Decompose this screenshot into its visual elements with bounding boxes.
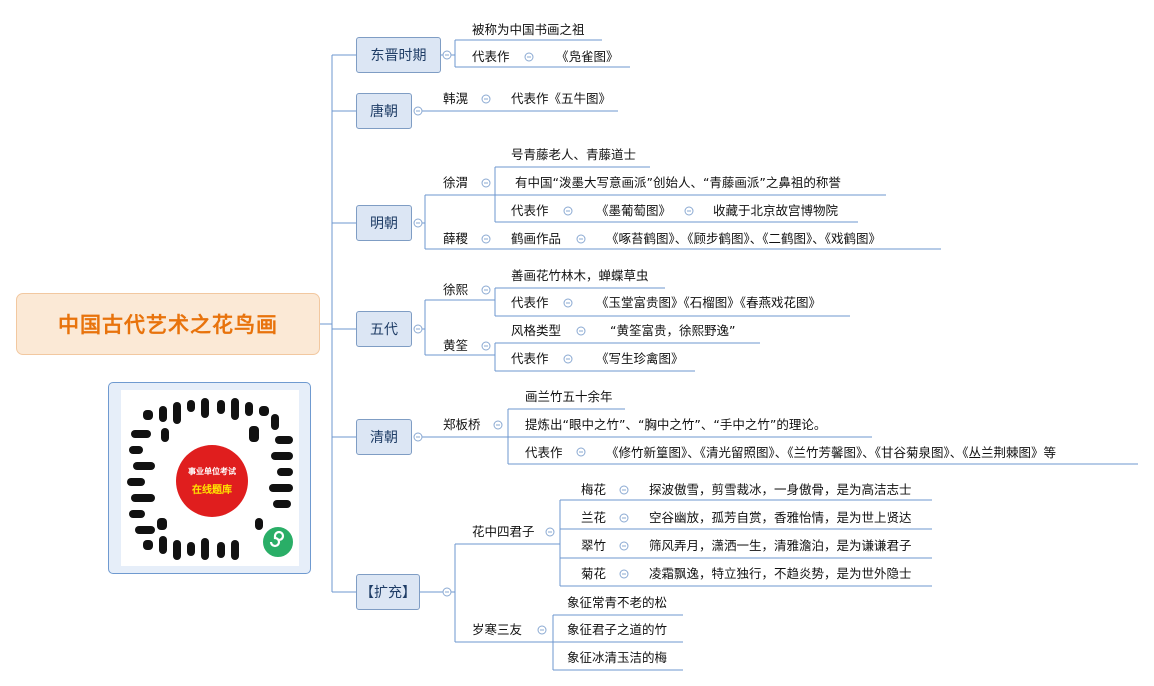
topic-zhu-desc[interactable]: 筛风弄月，潇洒一生，清雅澹泊，是为谦谦君子 xyxy=(649,538,912,553)
qr-center-badge: 事业单位考试 在线题库 xyxy=(176,445,248,517)
topic-qing-works-label[interactable]: 代表作 xyxy=(525,445,563,460)
topic-zhu2[interactable]: 象征君子之道的竹 xyxy=(567,622,668,637)
topic-wudai-xuxi-desc[interactable]: 善画花竹林木，蝉蝶草虫 xyxy=(511,268,649,283)
topic-wudai-xuxi[interactable]: 徐熙 xyxy=(443,282,469,297)
topic-qing-person[interactable]: 郑板桥 xyxy=(443,417,481,432)
topic-mei2[interactable]: 象征冰清玉洁的梅 xyxy=(567,650,668,665)
topic-wudai-huangquan-style-label[interactable]: 风格类型 xyxy=(511,323,562,338)
branch-wudai[interactable]: 五代 xyxy=(356,311,412,347)
topic-wudai-huangquan[interactable]: 黄筌 xyxy=(443,338,469,353)
topic-dongjin-works[interactable]: 《凫雀图》 xyxy=(556,49,619,64)
topic-ming-bianjin-label[interactable]: 鹤画作品 xyxy=(511,231,562,246)
topic-wudai-xuxi-works-label[interactable]: 代表作 xyxy=(511,295,549,310)
qr-badge-line1: 事业单位考试 xyxy=(188,467,236,476)
topic-ming-bianjin[interactable]: 薛稷 xyxy=(443,231,469,246)
branch-kuochong[interactable]: 【扩充】 xyxy=(356,574,420,610)
topic-qing-works[interactable]: 《修竹新篁图》、《清光留照图》、《兰竹芳馨图》、《甘谷菊泉图》、《丛兰荆棘图》等 xyxy=(606,445,1057,460)
qr-code-card[interactable]: 事业单位考试 在线题库 xyxy=(108,382,311,574)
topic-ming-xuwei-honor[interactable]: 有中国“泼墨大写意画派”创始人、“青藤画派”之鼻祖的称誉 xyxy=(515,175,841,190)
topic-ju-desc[interactable]: 凌霜飘逸，特立独行，不趋炎势，是为世外隐士 xyxy=(649,566,912,581)
mini-program-icon xyxy=(261,525,295,559)
topic-song[interactable]: 象征常青不老的松 xyxy=(567,595,668,610)
topic-sijunzi[interactable]: 花中四君子 xyxy=(472,524,535,539)
root-topic[interactable]: 中国古代艺术之花鸟画 xyxy=(16,293,320,355)
topic-wudai-huangquan-works[interactable]: 《写生珍禽图》 xyxy=(596,351,684,366)
qr-dots-icon xyxy=(127,398,293,560)
topic-ming-bianjin-works[interactable]: 《啄苔鹤图》、《顾步鹤图》、《二鹤图》、《戏鹤图》 xyxy=(606,231,882,246)
topic-lan[interactable]: 兰花 xyxy=(581,510,607,525)
topic-lan-desc[interactable]: 空谷幽放，孤芳自赏，香雅怡情，是为世上贤达 xyxy=(649,510,912,525)
topic-suihan[interactable]: 岁寒三友 xyxy=(472,622,523,637)
qr-badge-line2: 在线题库 xyxy=(192,485,232,496)
topic-ming-xuwei-collection[interactable]: 收藏于北京故宫博物院 xyxy=(713,203,839,218)
topic-ming-xuwei-works-label[interactable]: 代表作 xyxy=(511,203,549,218)
topic-tang-person[interactable]: 韩滉 xyxy=(443,91,469,106)
branch-tang[interactable]: 唐朝 xyxy=(356,93,412,129)
branch-ming[interactable]: 明朝 xyxy=(356,205,412,241)
topic-ju[interactable]: 菊花 xyxy=(581,566,607,581)
topic-ming-xuwei-title[interactable]: 号青藤老人、青藤道士 xyxy=(511,147,637,162)
qr-code-image: 事业单位考试 在线题库 xyxy=(121,390,299,566)
topic-wudai-huangquan-works-label[interactable]: 代表作 xyxy=(511,351,549,366)
branch-dongjin[interactable]: 东晋时期 xyxy=(356,37,441,73)
topic-mei-desc[interactable]: 探波傲雪，剪雪裁冰，一身傲骨，是为高洁志士 xyxy=(649,482,912,497)
topic-ming-xuwei[interactable]: 徐渭 xyxy=(443,175,469,190)
branch-qing[interactable]: 清朝 xyxy=(356,419,412,455)
topic-mei[interactable]: 梅花 xyxy=(581,482,607,497)
topic-tang-works[interactable]: 代表作《五牛图》 xyxy=(511,91,612,106)
topic-dongjin-works-label[interactable]: 代表作 xyxy=(472,49,510,64)
topic-wudai-huangquan-style[interactable]: “黄筌富贵，徐熙野逸” xyxy=(610,323,736,338)
topic-qing-theory[interactable]: 提炼出“眼中之竹”、“胸中之竹”、“手中之竹”的理论。 xyxy=(525,417,827,432)
topic-zhu[interactable]: 翠竹 xyxy=(581,538,607,553)
topic-dongjin-founder[interactable]: 被称为中国书画之祖 xyxy=(472,22,585,37)
topic-wudai-xuxi-works[interactable]: 《玉堂富贵图》《石榴图》《春燕戏花图》 xyxy=(596,295,822,310)
topic-qing-bamboo[interactable]: 画兰竹五十余年 xyxy=(525,389,613,404)
topic-ming-xuwei-works[interactable]: 《墨葡萄图》 xyxy=(596,203,672,218)
